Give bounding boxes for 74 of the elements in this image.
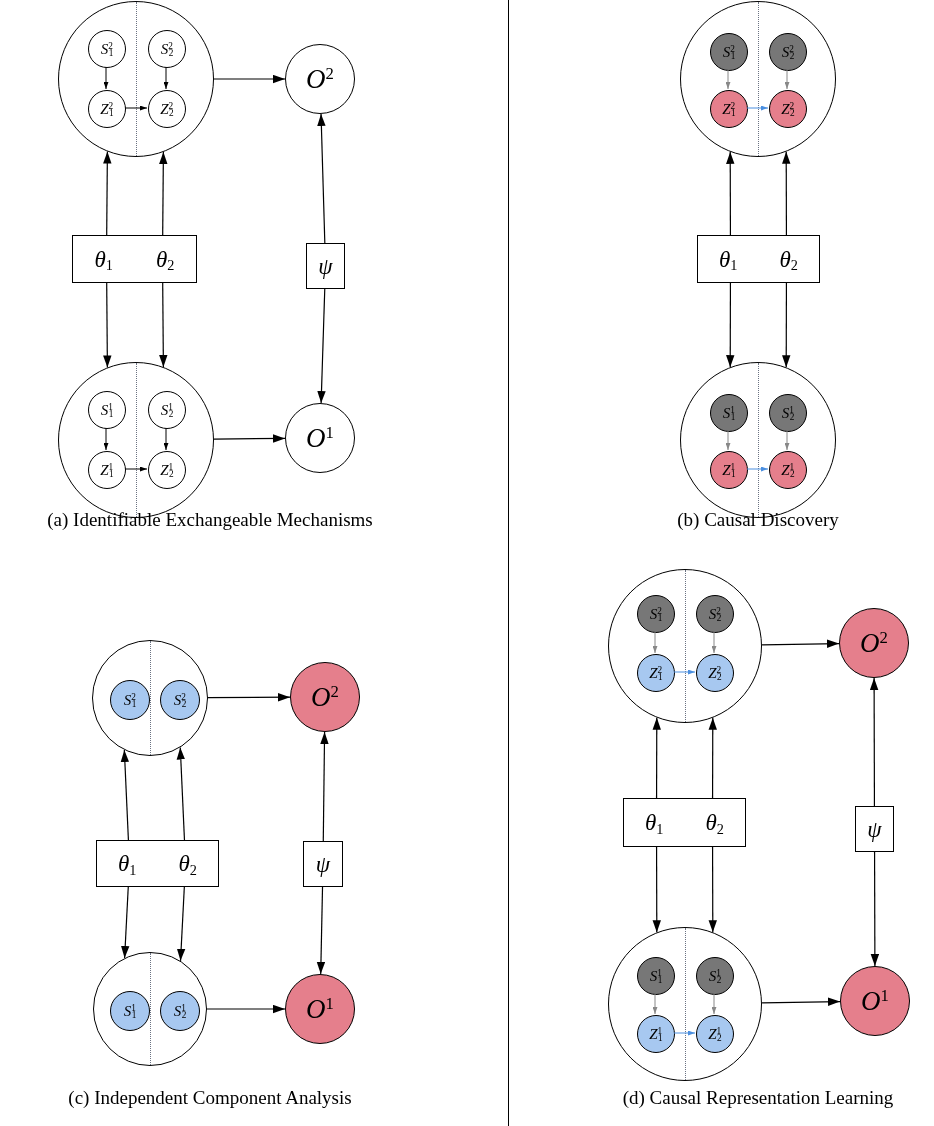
arrow: [784, 69, 790, 90]
arrow: [103, 427, 109, 451]
arrow: [121, 886, 130, 959]
parameter-box: [623, 798, 746, 847]
arrow: [711, 993, 717, 1015]
arrow: [652, 993, 658, 1015]
arrow: [176, 746, 186, 841]
math-label: ψ: [315, 852, 331, 876]
arrow: [761, 639, 840, 648]
arrow: [782, 282, 791, 368]
parameter-box: [72, 235, 197, 283]
math-label: ψ: [867, 817, 882, 841]
arrow: [207, 693, 291, 702]
math-label: θ$_{2}$: [779, 247, 798, 271]
parameter-box: [96, 840, 219, 887]
math-label: ψ: [318, 254, 333, 278]
arrow: [708, 846, 717, 933]
math-label: θ$_{1}$: [94, 247, 113, 271]
math-label: O$^{1}$: [306, 995, 334, 1023]
arrow: [103, 150, 112, 236]
parameter-box: [855, 806, 894, 852]
arrow: [725, 430, 731, 451]
arrow: [782, 151, 791, 236]
arrow: [726, 151, 735, 236]
arrow: [652, 631, 658, 654]
arrow: [711, 631, 717, 654]
math-label: O$^{2}$: [311, 683, 339, 711]
math-label: O$^{2}$: [860, 629, 888, 657]
math-label: θ$_{1}$: [645, 811, 664, 834]
math-label: O$^{1}$: [861, 987, 889, 1015]
arrow: [159, 282, 168, 368]
arrow: [869, 677, 879, 807]
arrow: [673, 669, 696, 675]
arrow: [746, 105, 769, 111]
parameter-box: [697, 235, 820, 283]
arrow: [317, 288, 326, 404]
math-label: θ$_{1}$: [719, 247, 738, 271]
arrow: [761, 997, 841, 1006]
arrow: [725, 69, 731, 90]
arrow: [320, 731, 329, 842]
arrow: [652, 717, 661, 799]
arrow: [163, 66, 169, 90]
math-label: O$^{1}$: [306, 424, 334, 452]
parameter-box: [306, 243, 345, 289]
arrow: [652, 846, 661, 933]
math-label: θ$_{2}$: [156, 247, 175, 271]
arrow: [673, 1030, 696, 1036]
arrow: [124, 466, 148, 472]
arrow: [159, 151, 168, 236]
arrow: [746, 466, 769, 472]
arrow: [176, 886, 186, 962]
arrow: [103, 66, 109, 90]
arrow: [206, 1004, 286, 1014]
arrow: [163, 427, 169, 451]
figure-caption: (c) Independent Component Analysis: [68, 1085, 352, 1110]
figure-caption: (d) Causal Representation Learning: [622, 1085, 894, 1110]
math-label: θ$_{2}$: [705, 811, 724, 834]
arrow: [103, 282, 112, 369]
math-label: θ$_{1}$: [118, 852, 137, 875]
arrow: [316, 886, 326, 975]
arrow: [784, 430, 790, 451]
math-label: O$^{2}$: [306, 65, 334, 93]
arrow: [870, 851, 880, 967]
arrow: [124, 105, 148, 111]
figure-caption: (a) Identifiable Exchangeable Mechanisms: [47, 507, 373, 532]
figure-caption: (b) Causal Discovery: [677, 507, 839, 532]
arrow: [708, 717, 717, 799]
arrow: [317, 113, 326, 244]
arrow: [213, 74, 286, 84]
arrow: [213, 434, 286, 443]
arrow: [120, 749, 130, 841]
parameter-box: [303, 841, 343, 887]
arrow: [726, 282, 735, 368]
math-label: θ$_{2}$: [178, 852, 197, 875]
